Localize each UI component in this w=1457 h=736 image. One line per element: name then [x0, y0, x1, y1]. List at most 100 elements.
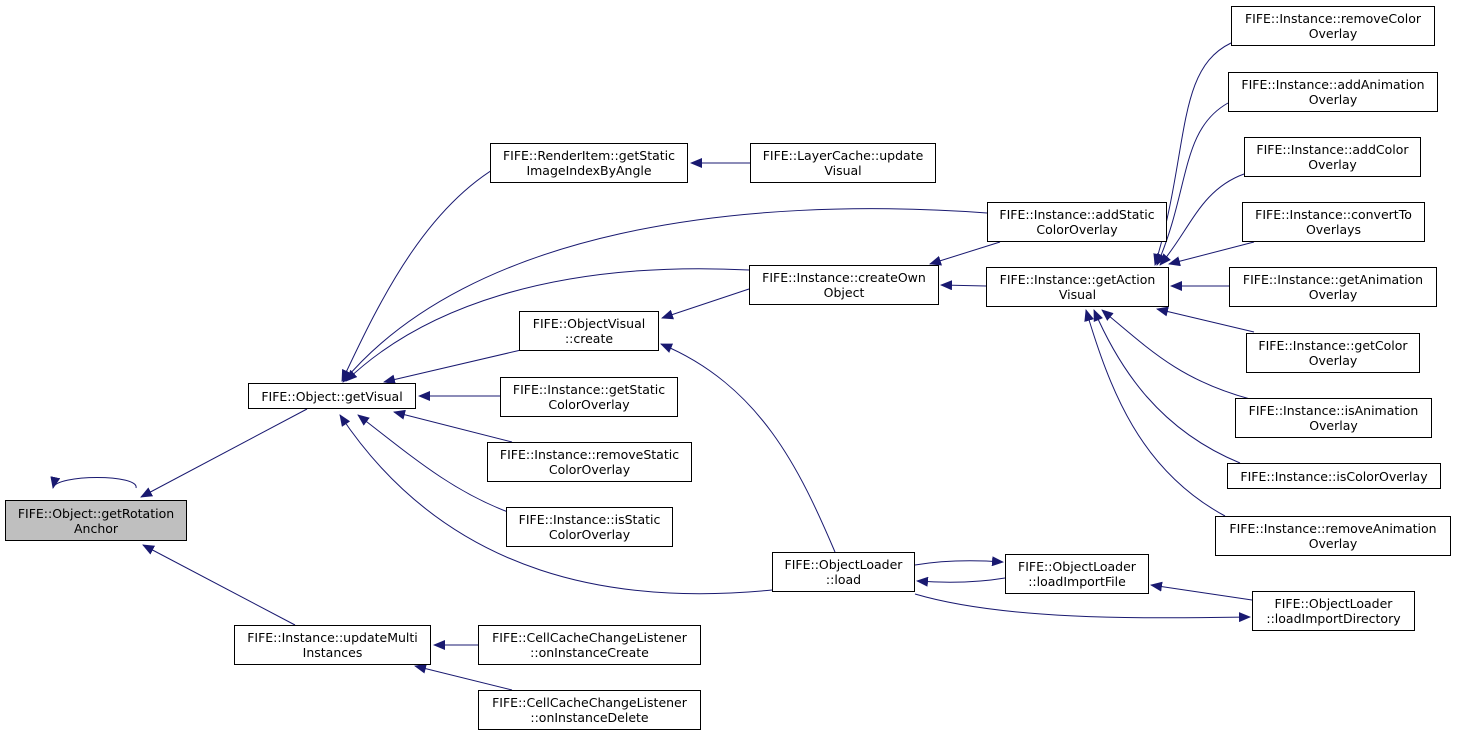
- edge-aao-gav: [1156, 102, 1229, 266]
- node-label-line: Overlay: [1308, 353, 1358, 368]
- node-label-line: ColorOverlay: [548, 527, 631, 542]
- edge-self-loop: [50, 476, 137, 489]
- edge-ol-olif: [914, 556, 1004, 567]
- edge-aco-gav: [1159, 173, 1245, 266]
- node-label-line: Object: [823, 285, 865, 300]
- edge-asc-gv: [342, 208, 988, 383]
- node-label-line: ::load: [825, 572, 862, 587]
- node-label-line: Overlay: [1308, 26, 1358, 41]
- edge-olid-olif: [1150, 581, 1253, 601]
- node-label-line: FIFE::Instance::getAnimation: [1242, 272, 1424, 287]
- node-label-line: ColorOverlay: [548, 397, 630, 412]
- edge-ol-ov: [660, 343, 836, 553]
- edge-ov-gv: [383, 349, 522, 385]
- edge-ccd-umi: [414, 663, 513, 691]
- node-ccc[interactable]: FIFE::CellCacheChangeListener::onInstanc…: [478, 625, 701, 665]
- node-label-line: FIFE::Instance::getAction: [999, 272, 1156, 287]
- edge-rsc-gv: [393, 409, 513, 443]
- node-label-line: FIFE::ObjectLoader: [1274, 596, 1393, 611]
- node-label-line: Overlay: [1308, 92, 1358, 107]
- node-label-line: FIFE::Instance::addStatic: [999, 207, 1155, 222]
- node-label-line: Visual: [824, 163, 862, 178]
- edge-cro-gv: [345, 268, 750, 382]
- node-label-line: ColorOverlay: [1036, 222, 1118, 237]
- node-label-line: FIFE::Instance::addColor: [1256, 142, 1409, 157]
- node-label-line: Instances: [302, 645, 363, 660]
- edge-ico-gav: [1093, 309, 1241, 464]
- node-label-line: FIFE::Instance::isColorOverlay: [1240, 468, 1428, 484]
- edge-umi-root: [142, 544, 296, 626]
- node-label-line: FIFE::Instance::convertTo: [1255, 207, 1412, 222]
- node-label-line: FIFE::Instance::addAnimation: [1241, 77, 1425, 92]
- node-label-line: FIFE::Object::getVisual: [261, 388, 403, 404]
- edge-isc-gv: [357, 414, 509, 513]
- node-label-line: FIFE::LayerCache::update: [762, 148, 924, 163]
- node-label-line: FIFE::Instance::getColor: [1258, 338, 1408, 353]
- node-olid[interactable]: FIFE::ObjectLoader::loadImportDirectory: [1252, 591, 1415, 631]
- edge-olif-ol: [916, 576, 1006, 587]
- node-label-line: FIFE::ObjectLoader: [784, 557, 903, 572]
- node-label-line: FIFE::Instance::updateMulti: [247, 630, 418, 645]
- node-label-line: Overlays: [1305, 222, 1362, 237]
- edge-gav-asc: [929, 241, 1001, 266]
- edge-iao-gav: [1101, 309, 1251, 400]
- edge-rao-gav: [1084, 309, 1226, 517]
- node-label-line: FIFE::Instance::removeStatic: [499, 447, 680, 462]
- node-label-line: ImageIndexByAngle: [526, 163, 652, 178]
- node-olif[interactable]: FIFE::ObjectLoader::loadImportFile: [1005, 554, 1149, 594]
- node-label-line: FIFE::ObjectLoader: [1018, 559, 1136, 574]
- node-label-line: FIFE::Instance::isStatic: [518, 512, 661, 527]
- node-label-line: FIFE::CellCacheChangeListener: [492, 630, 687, 645]
- node-label-line: FIFE::Instance::removeColor: [1244, 11, 1422, 26]
- edge-olif-olid-from-ol: [914, 593, 1251, 623]
- node-label-line: FIFE::CellCacheChangeListener: [492, 695, 687, 710]
- node-label-line: FIFE::Instance::removeAnimation: [1229, 521, 1437, 536]
- edge-ri-gv: [341, 155, 519, 382]
- edge-gav-cro: [940, 280, 987, 291]
- node-label-line: ::loadImportFile: [1028, 574, 1126, 589]
- node-label-line: Overlay: [1309, 418, 1358, 433]
- node-label-line: Overlay: [1308, 157, 1357, 172]
- edge-cro-ov: [661, 288, 750, 320]
- edge-gco-gav: [1156, 306, 1255, 333]
- node-label-line: FIFE::ObjectVisual: [532, 316, 646, 331]
- edge-gv-root: [140, 408, 308, 498]
- node-label-line: Overlay: [1308, 287, 1358, 302]
- node-label-line: ::onInstanceCreate: [530, 645, 649, 660]
- node-ccd[interactable]: FIFE::CellCacheChangeListener::onInstanc…: [478, 690, 701, 730]
- node-gv[interactable]: FIFE::Object::getVisual: [248, 383, 416, 409]
- node-ico[interactable]: FIFE::Instance::isColorOverlay: [1227, 463, 1441, 489]
- node-label-line: Overlay: [1308, 536, 1358, 551]
- edge-ol-gv: [339, 414, 773, 595]
- node-ov[interactable]: FIFE::ObjectVisual::create: [519, 311, 659, 351]
- edge-cto-gav: [1168, 241, 1255, 267]
- node-label-line: FIFE::Instance::isAnimation: [1248, 403, 1419, 418]
- node-label-line: ::create: [564, 331, 614, 346]
- node-label-line: ColorOverlay: [548, 462, 631, 477]
- node-label-line: Anchor: [73, 520, 119, 536]
- node-label-line: FIFE::Instance::getStatic: [512, 382, 666, 397]
- node-label-line: FIFE::Object::getRotation: [17, 505, 175, 521]
- node-label-line: ::loadImportDirectory: [1266, 611, 1401, 626]
- node-ol[interactable]: FIFE::ObjectLoader::load: [772, 552, 915, 592]
- node-label-line: ::onInstanceDelete: [530, 710, 649, 725]
- node-label-line: Visual: [1058, 287, 1097, 302]
